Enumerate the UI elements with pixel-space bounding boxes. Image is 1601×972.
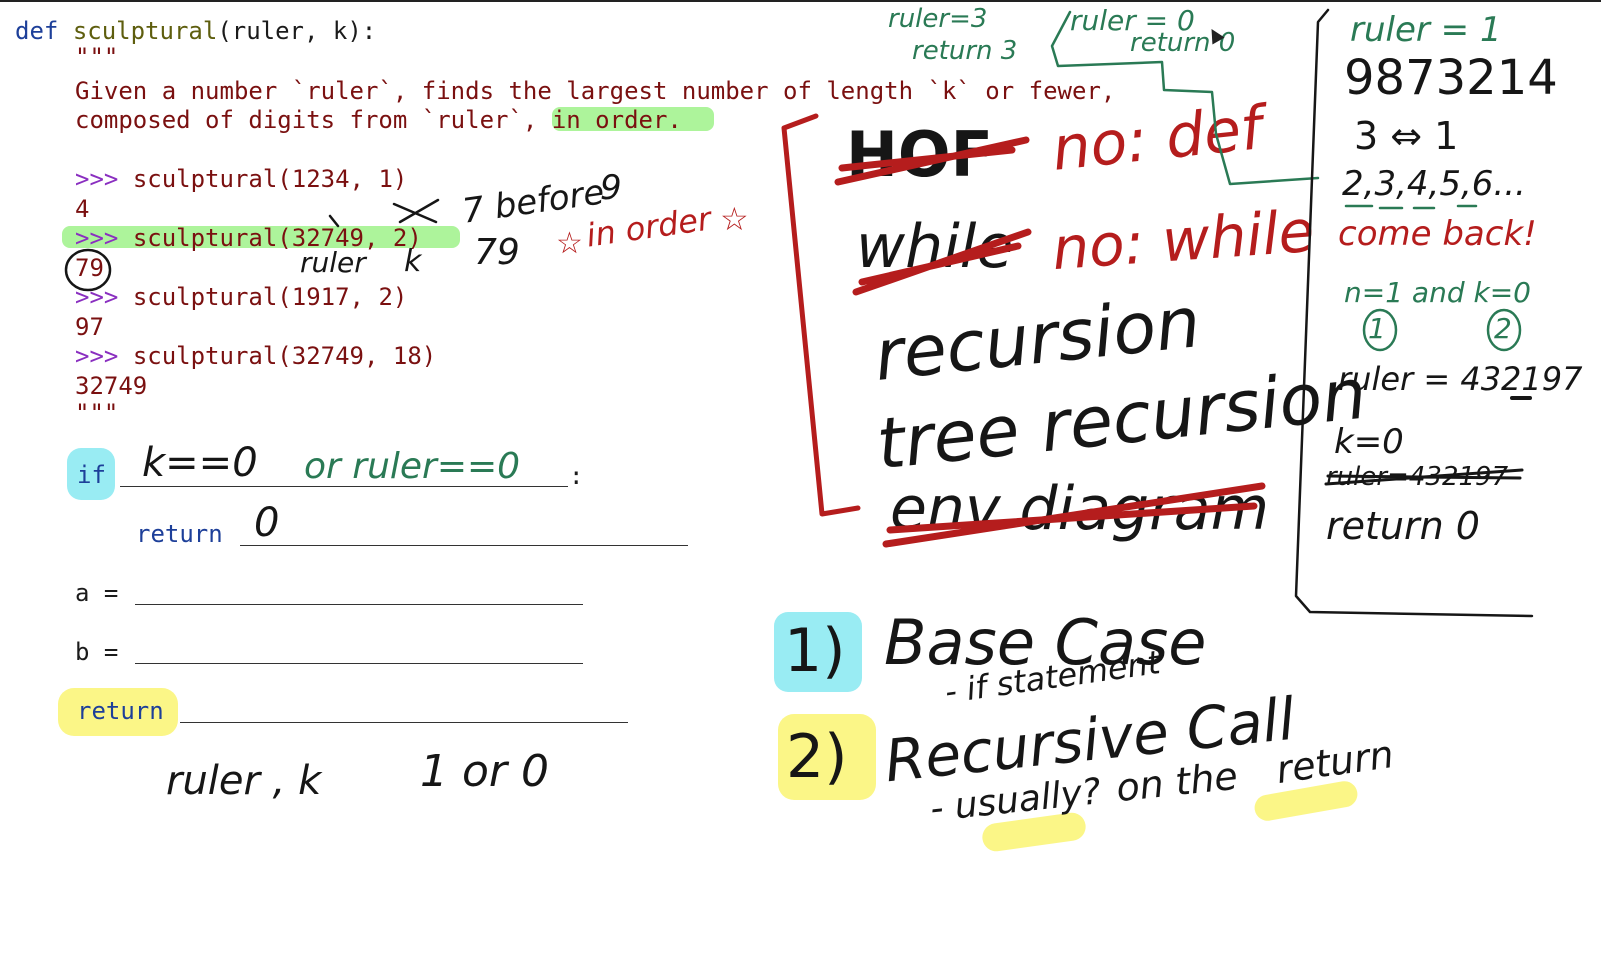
base-case-title: Base Case (884, 606, 1207, 679)
side-sequence: 2,3,4,5,6... (1342, 164, 1526, 204)
example-call: sculptural(32749, 18) (132, 342, 437, 370)
docstring-line-1: Given a number `ruler`, finds the larges… (75, 77, 1116, 105)
function-params: (ruler, k): (217, 17, 377, 45)
step-2-label: 2) (786, 722, 848, 792)
star-icon: ☆ (720, 200, 749, 238)
one-or-zero-note: 1 or 0 (420, 746, 549, 797)
example-result-4: 32749 (75, 372, 148, 400)
if-fill-k-zero: k==0 (142, 440, 258, 486)
side-ruler-1: ruler = 1 (1350, 10, 1502, 50)
prompt-marker: >>> (75, 165, 119, 193)
red-bracket (781, 113, 861, 517)
b-blank[interactable] (135, 663, 583, 664)
b-assignment: b = (75, 638, 119, 666)
highlight-return (58, 688, 178, 736)
top-return-3: return 3 (912, 36, 1018, 66)
docstring-line-2: composed of digits from `ruler`, in orde… (75, 105, 682, 135)
top-ruler-0: ruler = 0 (1070, 4, 1195, 37)
strike-env-diagram (882, 482, 1266, 548)
docstring-line-2-start: composed of digits from `ruler`, (75, 106, 538, 134)
example-call-3: >>> sculptural(1917, 2) (75, 282, 407, 312)
if-condition-blank[interactable] (120, 486, 568, 487)
side-come-back: come back! (1338, 214, 1537, 254)
green-circle-2 (1486, 308, 1522, 352)
green-circle-1 (1362, 308, 1398, 352)
return-blank[interactable] (240, 545, 688, 546)
docstring-open: """ (75, 43, 119, 71)
side-return-zero: return 0 (1326, 504, 1480, 548)
example-call: sculptural(32749, 2) (132, 224, 422, 252)
highlight-step2 (778, 714, 876, 800)
docstring-close: """ (75, 399, 119, 427)
highlight-example-2 (62, 226, 460, 248)
top-border (0, 0, 1601, 2)
side-digits: 9873214 (1344, 50, 1558, 106)
if-fill-ruler-zero: or ruler==0 (304, 446, 521, 487)
example-result-1: 4 (75, 195, 90, 223)
return-fill-zero: 0 (254, 500, 280, 546)
example-result-2: 79 (75, 254, 104, 282)
side-conditions: n=1 and k=0 (1344, 276, 1531, 309)
ruler-k-note: ruler , k (166, 758, 322, 804)
function-name: sculptural (72, 17, 218, 45)
example-call: sculptural(1917, 2) (132, 283, 408, 311)
example-call-2: >>> sculptural(32749, 2) (75, 223, 422, 253)
side-circle-1: 1 (1368, 312, 1386, 345)
highlight-if (67, 448, 115, 500)
strike-hof (834, 136, 1030, 186)
example-call-1: >>> sculptural(1234, 1) (75, 164, 407, 194)
k-label: k (404, 244, 422, 279)
star-icon: ☆ (556, 226, 583, 261)
side-k-zero: k=0 (1334, 422, 1404, 462)
ruler-label: ruler (300, 246, 366, 279)
example-result-3: 97 (75, 313, 104, 341)
side-circle-2: 2 (1494, 312, 1512, 345)
example-call: sculptural(1234, 1) (132, 165, 408, 193)
final-return-blank[interactable] (180, 722, 628, 723)
step-1-label: 1) (784, 616, 846, 686)
highlight-in-order (552, 107, 714, 131)
scribble-marks (328, 198, 440, 228)
side-swap-note: 3 ⇔ 1 (1354, 114, 1459, 158)
highlight-step1 (774, 612, 862, 692)
top-return-0: return 0 (1130, 28, 1236, 58)
green-connector (1050, 10, 1320, 186)
value-79: 79 (474, 232, 520, 273)
final-return-keyword: return (77, 697, 164, 725)
return-keyword: return (136, 520, 223, 548)
a-blank[interactable] (135, 604, 583, 605)
example-call-4: >>> sculptural(32749, 18) (75, 341, 436, 371)
seq-underlines (1344, 204, 1478, 210)
prompt-marker: >>> (75, 224, 119, 252)
circle-79 (64, 248, 112, 292)
function-signature: def sculptural(ruler, k): (15, 16, 376, 46)
if-colon: : (569, 462, 584, 490)
def-keyword: def (15, 17, 59, 45)
docstring-line-2-end: in order. (537, 106, 682, 134)
side-ruler-432197: ruler = 432197 (1338, 360, 1583, 398)
nine-note: 9 (600, 168, 622, 208)
a-assignment: a = (75, 579, 119, 607)
prompt-marker: >>> (75, 342, 119, 370)
strike-while (852, 228, 1032, 296)
if-keyword: if (77, 461, 106, 489)
top-ruler-3: ruler=3 (888, 4, 988, 34)
side-panel-border (1294, 8, 1534, 618)
strike-side-ruler (1324, 468, 1524, 486)
